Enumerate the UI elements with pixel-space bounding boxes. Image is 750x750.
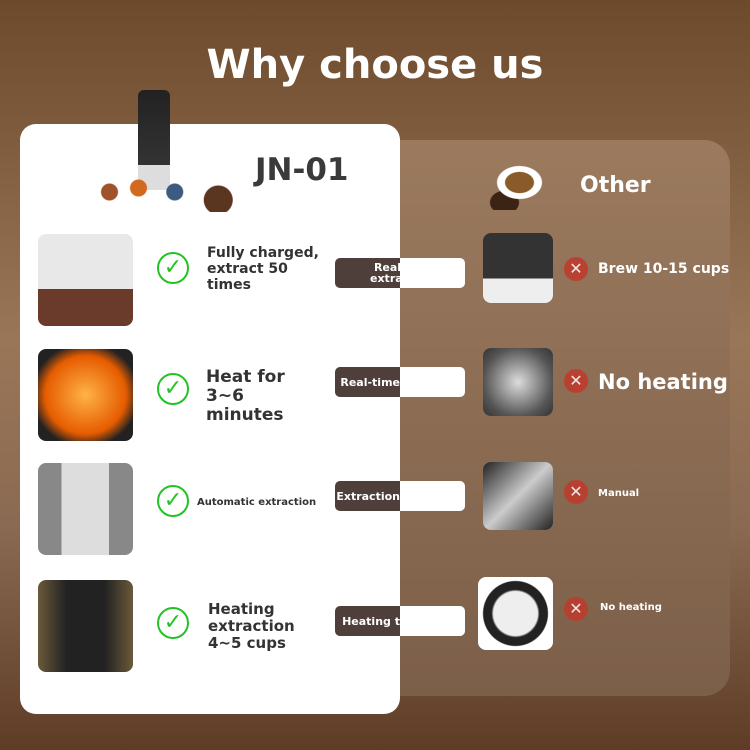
- check-icon: ✓: [157, 485, 189, 517]
- other-image-4: [478, 577, 553, 650]
- check-icon: ✓: [157, 252, 189, 284]
- capsules-image: [95, 172, 240, 212]
- feature-text-2: Heat for 3~6 minutes: [206, 367, 285, 425]
- other-image-2: [483, 348, 553, 416]
- other-text-4: No heating: [600, 602, 662, 613]
- feature-image-1: [38, 234, 133, 326]
- other-text-1: Brew 10-15 cups: [598, 261, 730, 277]
- other-image-1: [483, 233, 553, 303]
- feature-image-3: [38, 463, 133, 555]
- model-name: JN-01: [255, 152, 349, 188]
- compare-label-1: Real-time extraction: [335, 258, 465, 288]
- x-icon: ✕: [564, 597, 588, 621]
- compare-label-4: Heating t: [335, 606, 465, 636]
- page-title: Why choose us: [206, 42, 544, 88]
- other-title: Other: [580, 173, 651, 198]
- other-image-3: [483, 462, 553, 530]
- compare-label-2: Real-time: [335, 367, 465, 397]
- feature-text-1: Fully charged, extract 50 times: [207, 245, 319, 293]
- compare-label-3: Extraction: [335, 481, 465, 511]
- feature-text-3: Automatic extraction: [197, 497, 317, 508]
- feature-text-4: Heating extraction 4~5 cups: [208, 600, 295, 652]
- check-icon: ✓: [157, 373, 189, 405]
- coffee-cup-image: [482, 160, 557, 210]
- x-icon: ✕: [564, 480, 588, 504]
- other-text-3: Manual: [598, 488, 640, 499]
- feature-image-2: [38, 349, 133, 441]
- other-text-2: No heating: [598, 370, 728, 394]
- check-icon: ✓: [157, 607, 189, 639]
- feature-image-4: [38, 580, 133, 672]
- x-icon: ✕: [564, 257, 588, 281]
- x-icon: ✕: [564, 369, 588, 393]
